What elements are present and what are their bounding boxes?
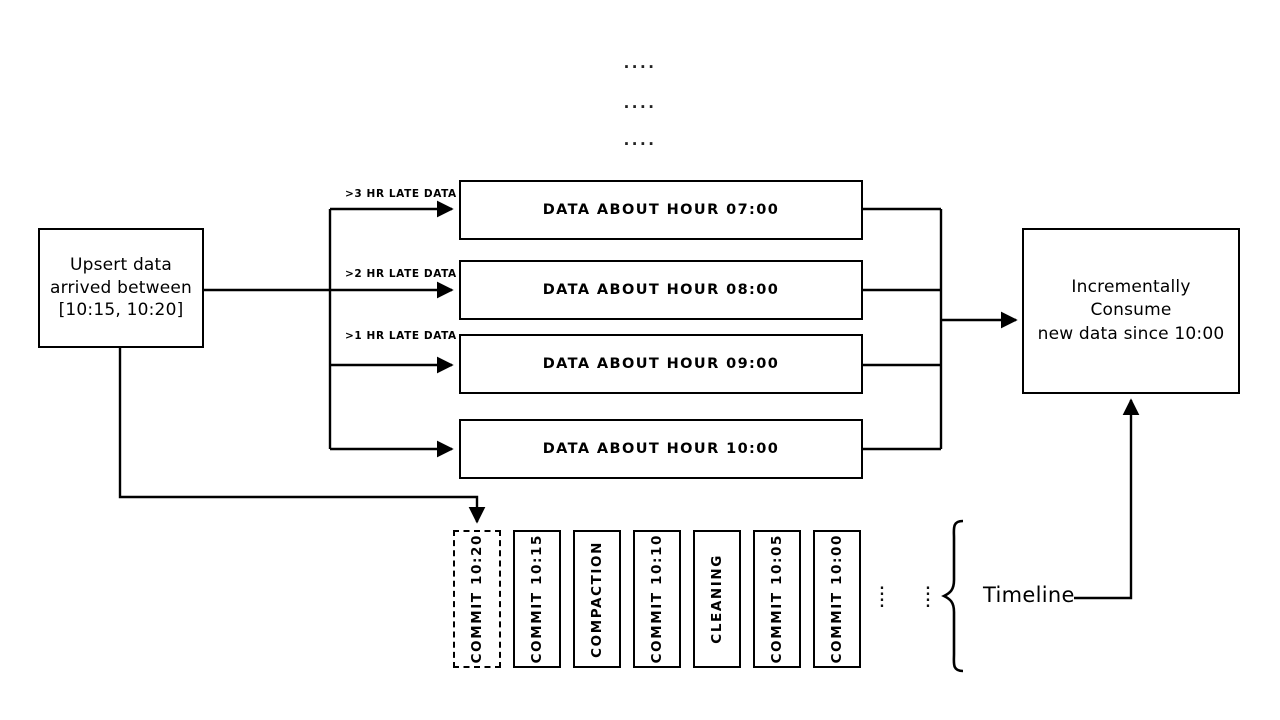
hour-box-label: Data about hour 09:00 (542, 356, 780, 372)
commit-box-10-00[interactable]: COMMIT 10:00 (813, 530, 861, 668)
commit-box-label: CLEANING (709, 554, 725, 644)
upsert-data-box[interactable]: Upsert data arrived between [10:15, 10:2… (38, 228, 204, 348)
upsert-line-1: Upsert data (69, 254, 173, 275)
commit-box-label: COMPACTION (589, 540, 605, 658)
edge-label-1hr-late: >1 hr late data (343, 330, 459, 342)
top-ellipsis-row: .... (623, 94, 657, 112)
hour-box-10[interactable]: Data about hour 10:00 (459, 419, 863, 479)
upsert-line-3: [10:15, 10:20] (58, 300, 184, 321)
commit-box-label: COMMIT 10:15 (529, 534, 545, 664)
hour-box-07[interactable]: Data about hour 07:00 (459, 180, 863, 240)
hour-box-09[interactable]: Data about hour 09:00 (459, 334, 863, 394)
commit-box-label: COMMIT 10:05 (769, 534, 785, 664)
edge-label-2hr-late: >2 hr late data (343, 268, 459, 280)
top-ellipsis-row: .... (623, 131, 657, 149)
hour-box-label: Data about hour 10:00 (542, 441, 780, 457)
timeline-vertical-ellipsis: .... (925, 578, 931, 611)
timeline-brace (941, 519, 964, 673)
consume-line-1: Incrementally Consume (1071, 276, 1191, 321)
timeline-vertical-ellipsis: .... (879, 578, 885, 611)
commit-box-compaction[interactable]: COMPACTION (573, 530, 621, 668)
incremental-consume-box[interactable]: Incrementally Consume new data since 10:… (1022, 228, 1240, 394)
wire-timeline-to-consume (1074, 398, 1140, 600)
commit-box-10-15[interactable]: COMMIT 10:15 (513, 530, 561, 668)
hour-box-label: Data about hour 08:00 (542, 282, 780, 298)
hour-box-08[interactable]: Data about hour 08:00 (459, 260, 863, 320)
commit-box-cleaning[interactable]: CLEANING (693, 530, 741, 668)
commit-box-10-10[interactable]: COMMIT 10:10 (633, 530, 681, 668)
hour-box-label: Data about hour 07:00 (542, 202, 780, 218)
top-ellipsis-row: .... (623, 54, 657, 72)
commit-box-label: COMMIT 10:20 (469, 534, 485, 664)
edge-label-3hr-late: >3 hr late data (343, 188, 459, 200)
timeline-label: Timeline (983, 583, 1075, 607)
commit-box-10-05[interactable]: COMMIT 10:05 (753, 530, 801, 668)
commit-box-10-20[interactable]: COMMIT 10:20 (453, 530, 501, 668)
commit-box-label: COMMIT 10:00 (829, 534, 845, 664)
commit-box-label: COMMIT 10:10 (649, 534, 665, 664)
upsert-line-2: arrived between (49, 277, 193, 298)
wire-upsert-to-commit (118, 348, 486, 524)
consume-line-2: new data since 10:00 (1037, 323, 1225, 344)
